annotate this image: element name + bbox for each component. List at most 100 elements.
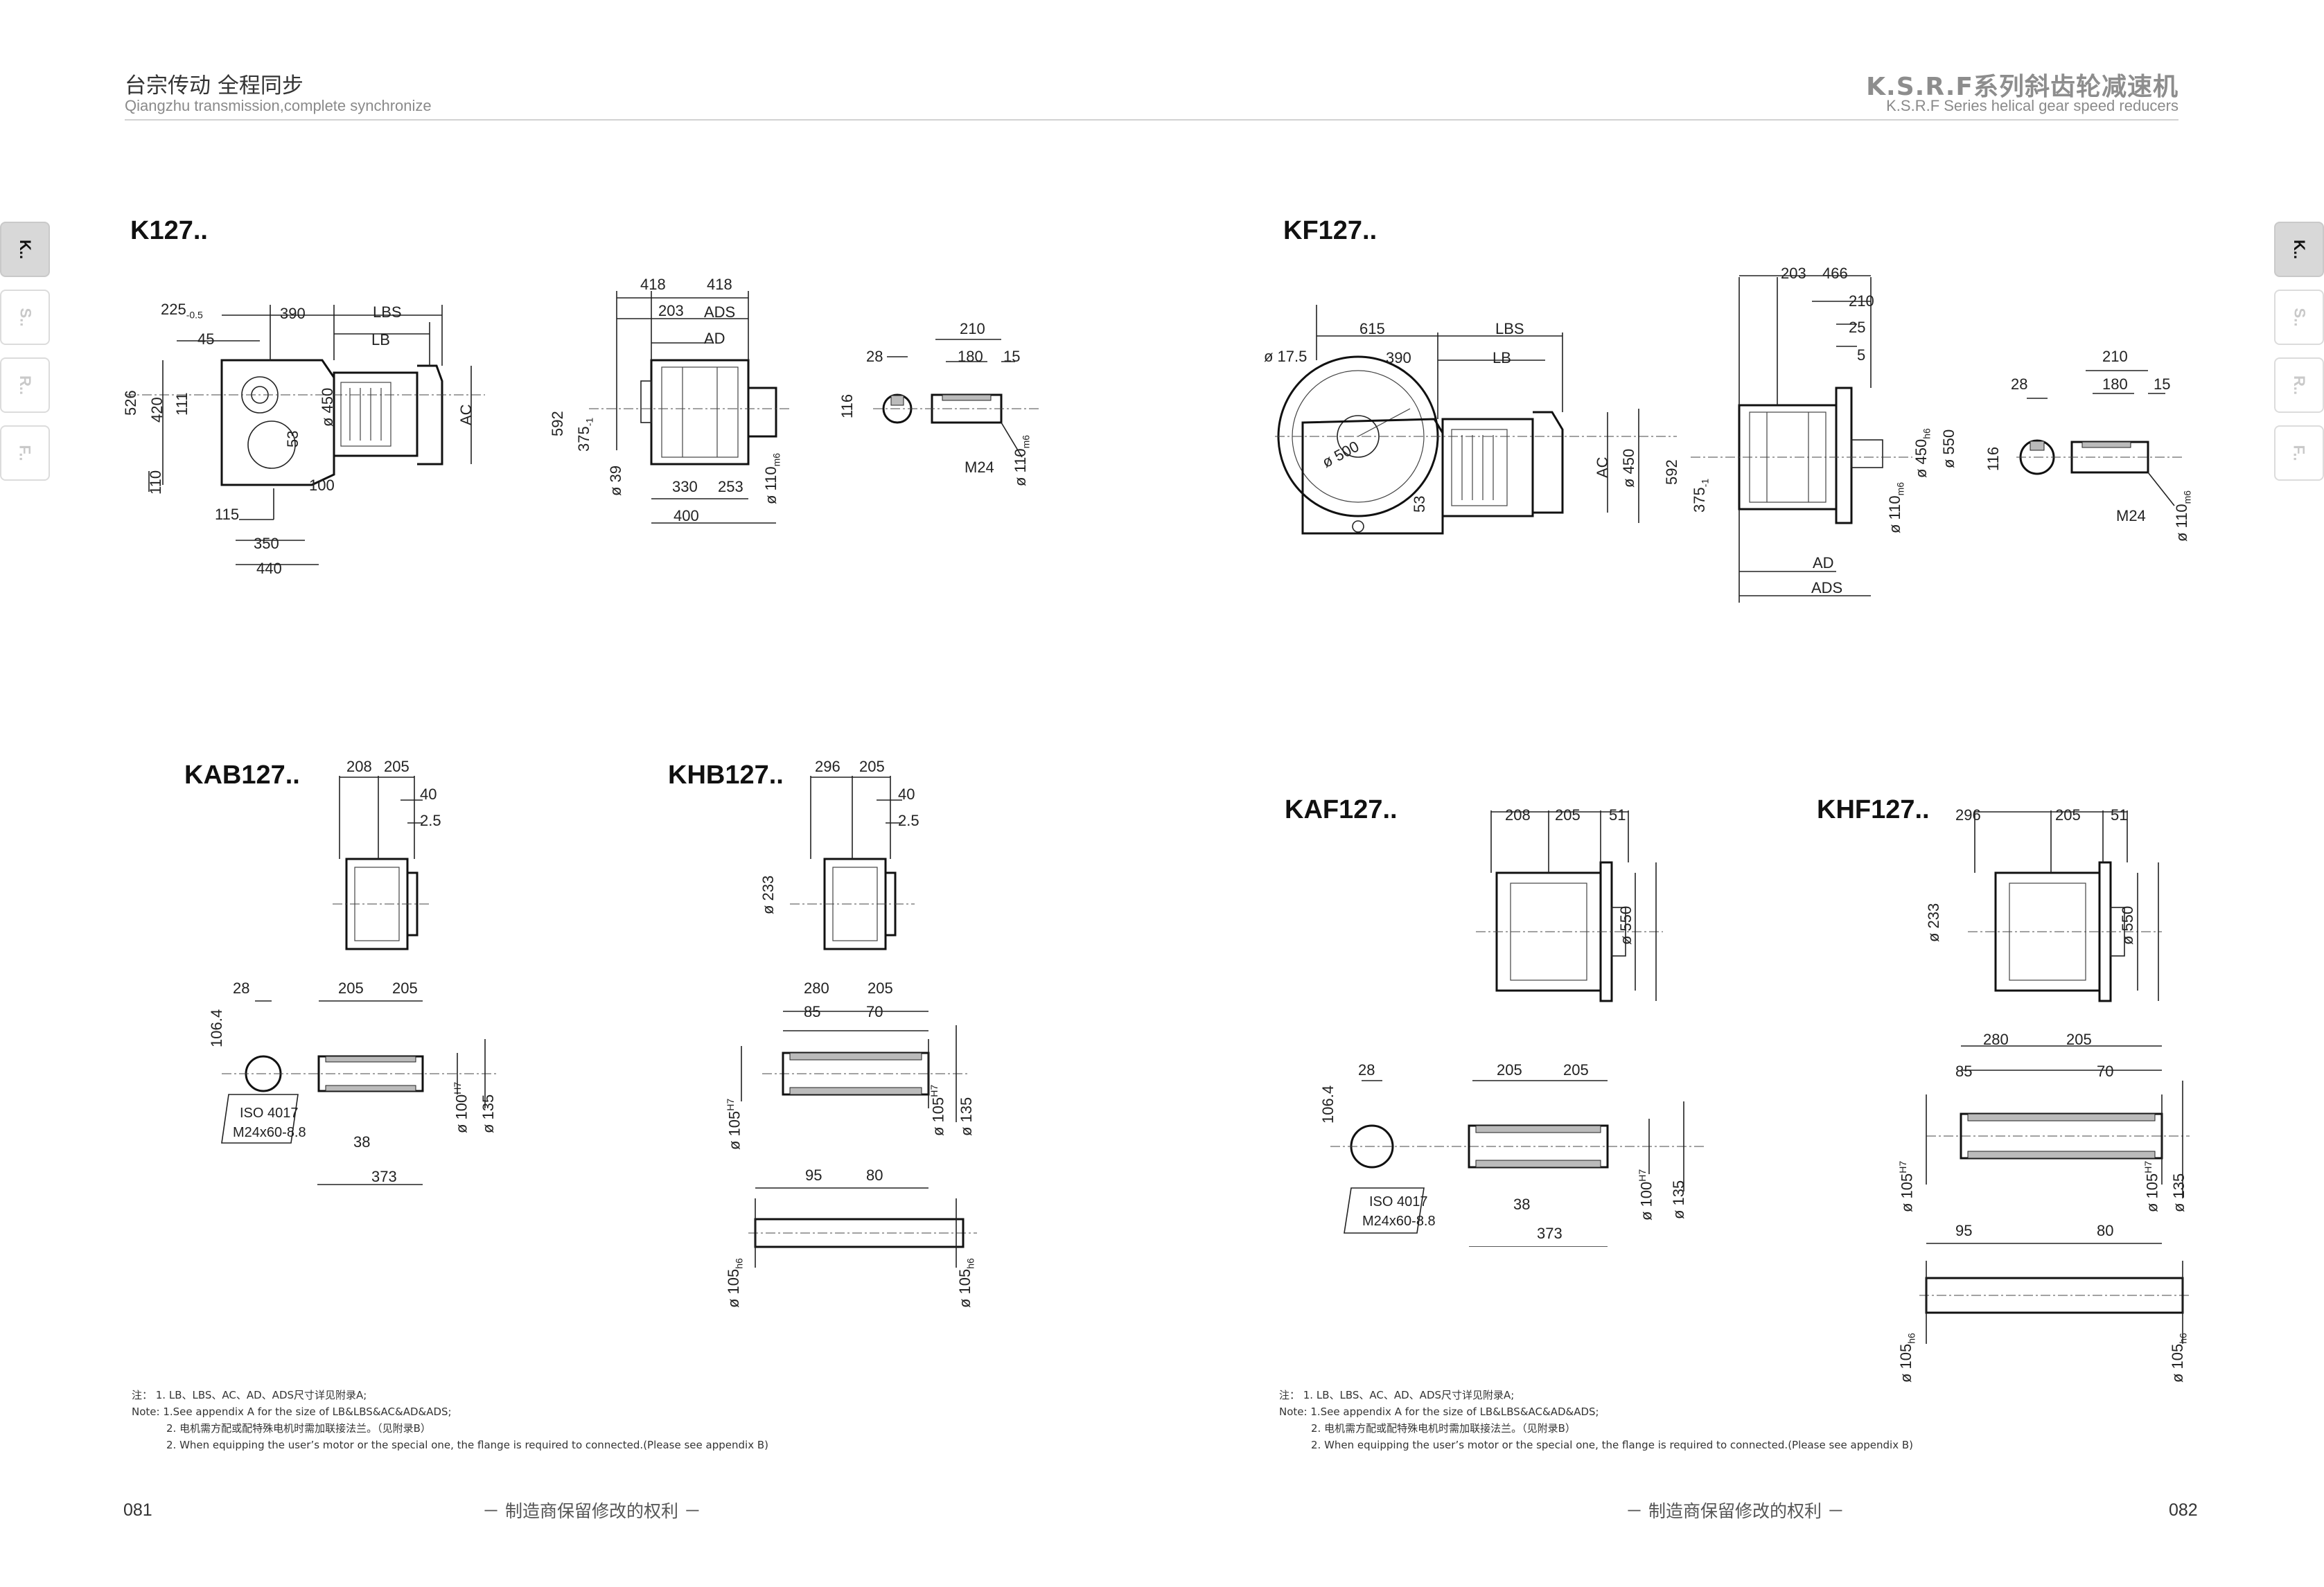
khb127-dim-95: 95	[805, 1167, 822, 1184]
khb127-dim-40: 40	[898, 786, 915, 803]
k127-shaft-detail-drawing	[873, 339, 1039, 458]
k127-side-dim-phi39: ø 39	[607, 465, 624, 496]
kaf127-dim-phi550: ø 550	[1617, 905, 1635, 945]
note-en-2-right: 2. When equipping the user’s motor or th…	[1311, 1439, 1913, 1451]
side-tab-r-right[interactable]: R..	[2274, 357, 2324, 413]
model-title-k127: K127..	[130, 216, 208, 245]
side-tab-f-right[interactable]: F..	[2274, 425, 2324, 481]
kaf127-drawing	[1330, 810, 1705, 1247]
khb127-dim-205b: 205	[868, 979, 893, 997]
kab127-dim-28: 28	[233, 979, 250, 997]
kab127-dim-phi100: ø 100H7	[452, 1081, 470, 1133]
k127-dim-420: 420	[148, 397, 166, 423]
k127-dim-53: 53	[284, 430, 301, 447]
kf127-shaft-dim-15: 15	[2154, 375, 2171, 393]
khf127-dim-205b: 205	[2066, 1031, 2092, 1048]
kab127-iso-label: ISO 4017	[240, 1106, 299, 1121]
kf127-side-dim-375: 375-1	[1691, 478, 1711, 513]
khb127-dim-phi105b: ø 105H7	[928, 1084, 947, 1136]
kaf127-dim-205: 205	[1555, 806, 1581, 824]
kaf127-dim-208: 208	[1505, 806, 1531, 824]
note-cn-2-right: 2. 电机需方配或配特殊电机时需加联接法兰。（见附录B）	[1311, 1422, 1576, 1435]
k127-dim-100: 100	[309, 477, 335, 494]
side-tab-r[interactable]: R..	[0, 357, 50, 413]
kf127-dim-lbs: LBS	[1495, 320, 1524, 337]
kf127-shaft-dim-116: 116	[1984, 446, 2002, 471]
khb127-dim-80: 80	[866, 1167, 883, 1184]
khf127-dim-phi105b: ø 105H7	[2142, 1160, 2161, 1212]
kab127-dim-2-5: 2.5	[420, 812, 441, 829]
khb127-dim-phi105a: ø 105H7	[725, 1098, 743, 1150]
khb127-dim-phi135: ø 135	[958, 1097, 975, 1136]
kf127-side-dim-ad: AD	[1813, 554, 1834, 571]
k127-side-dim-phi110: ø 110m6	[762, 452, 782, 504]
page-number-left: 081	[123, 1500, 152, 1520]
khb127-dim-296: 296	[815, 758, 840, 775]
kf127-dim-390: 390	[1386, 349, 1411, 366]
k127-dim-45: 45	[197, 330, 215, 348]
k127-side-dim-253: 253	[718, 478, 743, 495]
kaf127-dim-51: 51	[1609, 806, 1626, 824]
kaf127-dim-205b: 205	[1563, 1061, 1589, 1079]
kf127-dim-phi450: ø 450	[1620, 448, 1637, 488]
khf127-dim-280: 280	[1983, 1031, 2009, 1048]
k127-dim-115: 115	[215, 506, 240, 523]
header-brand-en: Qiangzhu transmission,complete synchroni…	[125, 97, 432, 114]
kf127-side-dim-203: 203	[1781, 265, 1806, 282]
kf127-dim-phi17: ø 17.5	[1264, 348, 1308, 365]
kaf127-dim-phi100: ø 100H7	[1637, 1169, 1655, 1221]
kf127-side-dim-phi450: ø 450h6	[1912, 428, 1933, 478]
khb127-dim-phi105d: ø 105h6	[956, 1258, 976, 1308]
side-tab-s-right[interactable]: S..	[2274, 290, 2324, 345]
kaf127-dim-373: 373	[1537, 1225, 1562, 1242]
k127-dim-440: 440	[256, 560, 282, 577]
kab127-drawing	[221, 776, 499, 1185]
side-tab-k[interactable]: K..	[0, 222, 50, 277]
kf127-side-view-drawing	[1691, 275, 1912, 603]
side-tab-s[interactable]: S..	[0, 290, 50, 345]
k127-side-dim-375: 375-1	[575, 417, 595, 452]
left-side-tabs: K.. S.. R.. F..	[0, 222, 50, 481]
note-cn-2: 2. 电机需方配或配特殊电机时需加联接法兰。（见附录B）	[166, 1422, 431, 1435]
kf127-dim-lb: LB	[1493, 349, 1511, 366]
header-brand-cn: 台宗传动 全程同步	[125, 73, 303, 98]
kab127-dim-phi135: ø 135	[479, 1094, 497, 1133]
khf127-dim-70: 70	[2097, 1063, 2114, 1080]
k127-side-dim-400: 400	[674, 507, 699, 524]
k127-side-dim-592: 592	[549, 411, 566, 436]
k127-shaft-dim-116: 116	[838, 393, 856, 418]
k127-shaft-dim-phi110: ø 110m6	[1012, 434, 1032, 486]
k127-shaft-dim-210: 210	[960, 320, 985, 337]
k127-shaft-dim-m24: M24	[965, 459, 994, 476]
kf127-dim-53: 53	[1411, 495, 1428, 513]
kf127-shaft-detail-drawing	[2016, 370, 2183, 506]
kab127-dim-373: 373	[371, 1168, 397, 1185]
kf127-shaft-dim-m24: M24	[2116, 507, 2146, 524]
k127-front-view-drawing	[125, 305, 485, 565]
khb127-dim-280: 280	[804, 979, 829, 997]
page-number-right: 082	[2169, 1500, 2198, 1520]
k127-side-dim-ad: AD	[704, 330, 725, 347]
side-tab-f[interactable]: F..	[0, 425, 50, 481]
kf127-dim-ac: AC	[1594, 456, 1611, 478]
footer-rights-right: － 制造商保留修改的权利 －	[1626, 1501, 1845, 1521]
kaf127-bolt-label: M24x60-8.8	[1362, 1214, 1436, 1229]
kf127-shaft-dim-210: 210	[2102, 348, 2128, 365]
header-series-en: K.S.R.F Series helical gear speed reduce…	[1886, 97, 2178, 114]
k127-side-dim-ads: ADS	[704, 303, 736, 321]
right-side-tabs: K.. S.. R.. F..	[2274, 222, 2324, 481]
khb127-dim-205: 205	[859, 758, 885, 775]
k127-side-dim-418b: 418	[707, 276, 732, 293]
khf127-dim-phi105a: ø 105H7	[1897, 1160, 1916, 1212]
header-series-cn: K.S.R.F系列斜齿轮减速机	[1866, 73, 2178, 101]
k127-dim-ac: AC	[457, 404, 475, 425]
kf127-side-dim-210: 210	[1849, 292, 1874, 310]
kab127-dim-40: 40	[420, 786, 437, 803]
k127-dim-526: 526	[122, 390, 139, 416]
k127-dim-350: 350	[254, 535, 279, 552]
kab127-dim-205a: 205	[338, 979, 364, 997]
note-en-2: 2. When equipping the user’s motor or th…	[166, 1439, 768, 1451]
kf127-shaft-dim-180: 180	[2102, 375, 2128, 393]
khf127-dim-85: 85	[1955, 1063, 1973, 1080]
side-tab-k-right[interactable]: K..	[2274, 222, 2324, 277]
